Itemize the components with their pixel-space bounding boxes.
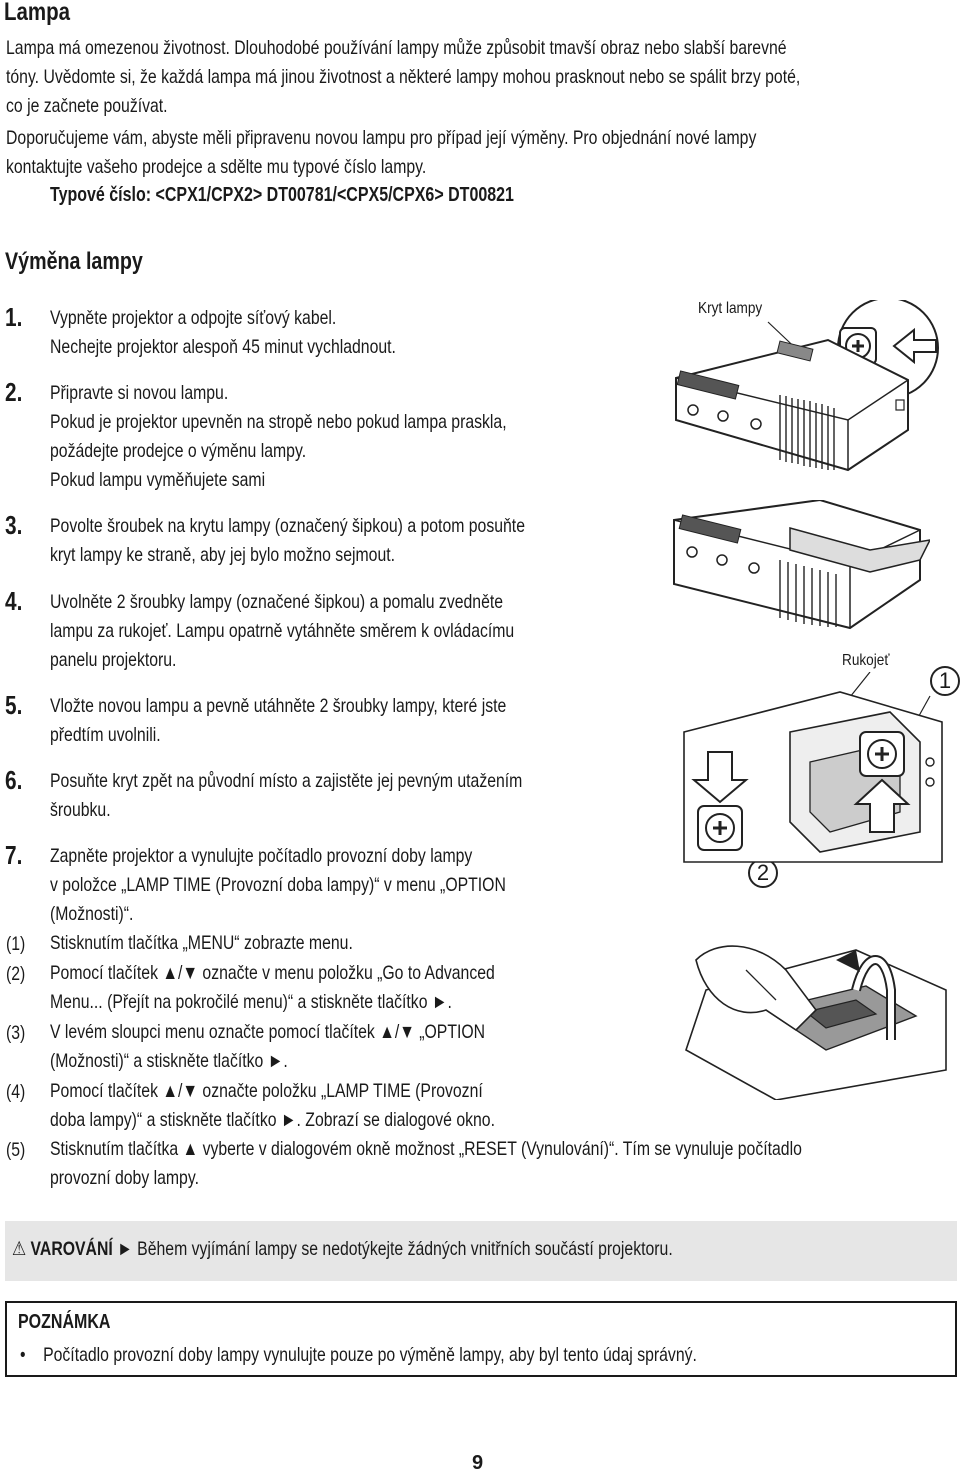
intro-paragraph-1: Lampa má omezenou životnost. Dlouhodobé …	[6, 34, 938, 121]
bullet-icon: •	[20, 1344, 26, 1366]
substep-text: Stisknutím tlačítka „MENU“ zobrazte menu…	[50, 929, 353, 958]
text-line: Uvolněte 2 šroubky lampy (označené šipko…	[50, 591, 504, 613]
text-line: požádejte prodejce o výměnu lampy.	[50, 440, 307, 462]
text-line: V levém sloupci menu označte pomocí tlač…	[50, 1021, 486, 1043]
text-line: v položce „LAMP TIME (Provozní doba lamp…	[50, 874, 506, 896]
step-number: 1.	[5, 302, 23, 332]
substep-text: Pomocí tlačítek ▲/▼ označte položku „LAM…	[50, 1077, 495, 1135]
text-line: Pomocí tlačítek ▲/▼ označte v menu polož…	[50, 962, 495, 984]
step-text: Vypněte projektor a odpojte síťový kabel…	[50, 304, 396, 362]
intro-paragraph-2: Doporučujeme vám, abyste měli připravenu…	[6, 124, 938, 182]
warning-box	[5, 1221, 957, 1281]
text-line: Nechejte projektor alespoň 45 minut vych…	[50, 336, 396, 358]
callout-1-marker: 1	[930, 666, 960, 696]
step-text: Posuňte kryt zpět na původní místo a zaj…	[50, 767, 522, 825]
substep-number: (5)	[6, 1139, 26, 1161]
page-number: 9	[472, 1452, 484, 1474]
section-title: Výměna lampy	[5, 248, 143, 275]
text-line: doba lampy)“ a stiskněte tlačítko ►. Zob…	[50, 1109, 495, 1131]
text-line: Stisknutím tlačítka ▲ vyberte v dialogov…	[50, 1138, 802, 1160]
text-line: Doporučujeme vám, abyste měli připravenu…	[6, 127, 757, 149]
text-line: lampu za rukojeť. Lampu opatrně vytáhnět…	[50, 620, 515, 642]
warning-label: VAROVÁNÍ	[30, 1238, 113, 1260]
text-line: provozní doby lampy.	[50, 1167, 199, 1189]
substep-text: V levém sloupci menu označte pomocí tlač…	[50, 1018, 485, 1076]
substep-number: (4)	[6, 1081, 26, 1103]
substep-number: (1)	[6, 933, 26, 955]
text-line: Povolte šroubek na krytu lampy (označený…	[50, 515, 525, 537]
step-text: Povolte šroubek na krytu lampy (označený…	[50, 512, 525, 570]
handle-label: Rukojeť	[842, 652, 890, 669]
substep-number: (3)	[6, 1022, 26, 1044]
lamp-type-number: Typové číslo: <CPX1/CPX2> DT00781/<CPX5/…	[50, 184, 514, 206]
step-number: 7.	[5, 840, 23, 870]
note-title: POZNÁMKA	[18, 1311, 111, 1333]
note-text: • Počítadlo provozní doby lampy vynulujt…	[20, 1344, 697, 1367]
text-line: (Možnosti)“.	[50, 903, 134, 925]
step-number: 2.	[5, 377, 23, 407]
arrow-right-icon: ►	[117, 1238, 133, 1260]
text-line: šroubku.	[50, 799, 111, 821]
lamp-pull-out-illustration	[685, 945, 947, 1100]
step-text: Uvolněte 2 šroubky lampy (označené šipko…	[50, 588, 514, 675]
projector-lamp-cover-illustration	[675, 300, 939, 472]
text-line: panelu projektoru.	[50, 649, 177, 671]
text-line: Zapněte projektor a vynulujte počítadlo …	[50, 845, 473, 867]
text-line: kryt lampy ke straně, aby jej bylo možno…	[50, 544, 396, 566]
text-line: Pokud je projektor upevněn na stropě neb…	[50, 411, 507, 433]
step-text: Vložte novou lampu a pevně utáhněte 2 šr…	[50, 692, 506, 750]
step-number: 4.	[5, 586, 23, 616]
text-line: Lampa má omezenou životnost. Dlouhodobé …	[6, 37, 787, 59]
text-line: Pomocí tlačítek ▲/▼ označte položku „LAM…	[50, 1080, 483, 1102]
text-line: tóny. Uvědomte si, že každá lampa má jin…	[6, 66, 801, 88]
warning-text: ⚠ VAROVÁNÍ ► Během vyjímání lampy se ned…	[12, 1237, 673, 1261]
text-line: Posuňte kryt zpět na původní místo a zaj…	[50, 770, 523, 792]
step-number: 6.	[5, 765, 23, 795]
text-line: Vypněte projektor a odpojte síťový kabel…	[50, 307, 337, 329]
substep-text: Stisknutím tlačítka ▲ vyberte v dialogov…	[50, 1135, 802, 1193]
text-line: Vložte novou lampu a pevně utáhněte 2 šr…	[50, 695, 507, 717]
substep-number: (2)	[6, 963, 26, 985]
text-line: Pokud lampu vyměňujete sami	[50, 469, 266, 491]
note-message: Počítadlo provozní doby lampy vynulujte …	[43, 1344, 697, 1366]
step-number: 3.	[5, 510, 23, 540]
text-line: předtím uvolnili.	[50, 724, 161, 746]
note-box	[5, 1301, 957, 1377]
text-line: kontaktujte vašeho prodejce a sdělte mu …	[6, 156, 427, 178]
text-line: co je začnete používat.	[6, 95, 168, 117]
lamp-unit-illustration	[683, 672, 943, 863]
page-title: Lampa	[4, 0, 71, 26]
lamp-cover-label: Kryt lampy	[698, 300, 763, 317]
warning-icon: ⚠	[12, 1238, 27, 1260]
step-text: Připravte si novou lampu. Pokud je proje…	[50, 379, 507, 495]
warning-message: Během vyjímání lampy se nedotýkejte žádn…	[137, 1238, 673, 1260]
text-line: Stisknutím tlačítka „MENU“ zobrazte menu…	[50, 932, 353, 954]
text-line: Připravte si novou lampu.	[50, 382, 229, 404]
projector-cover-removal-illustration	[673, 500, 930, 630]
step-number: 5.	[5, 690, 23, 720]
substep-text: Pomocí tlačítek ▲/▼ označte v menu polož…	[50, 959, 495, 1017]
text-line: (Možnosti)“ a stiskněte tlačítko ►.	[50, 1050, 288, 1072]
step-text: Zapněte projektor a vynulujte počítadlo …	[50, 842, 506, 929]
text-line: Menu... (Přejít na pokročilé menu)“ a st…	[50, 991, 452, 1013]
